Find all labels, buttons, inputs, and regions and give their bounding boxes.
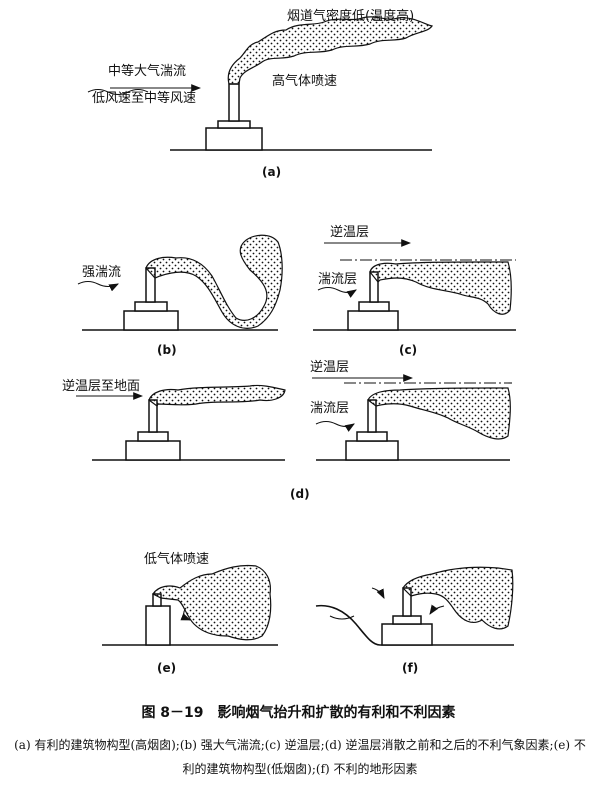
stack-step	[217, 120, 251, 129]
turbulent-layer-label: 湍流层	[310, 401, 349, 416]
stack-base	[347, 310, 399, 331]
turbulence-arrow	[315, 420, 355, 432]
downwash-arrow	[180, 607, 192, 621]
panel-b: 强湍流 (b)	[77, 234, 283, 357]
smoke-plume	[148, 384, 286, 407]
turbulence-label: 中等大气湍流	[108, 63, 186, 79]
stack-step	[392, 615, 422, 625]
panel-a: 烟道气密度低(温度高) 中等大气湍流 低风速至中等风速 高气体喷速 (a)	[87, 8, 433, 179]
figure-caption-title: 图 8－19 影响烟气抬升和扩散的有利和不利因素	[141, 705, 456, 721]
panel-label: (e)	[157, 661, 176, 675]
stack-step	[137, 431, 169, 442]
low-building	[145, 605, 171, 646]
inversion-to-ground-label: 逆温层至地面	[62, 378, 140, 394]
stack-base	[125, 440, 181, 461]
smoke-plume	[369, 261, 512, 315]
panel-e: 低气体喷速 (e)	[102, 551, 278, 675]
figure-caption-body: (a) 有利的建筑物构型(高烟囱);(b) 强大气湍流;(c) 逆温层;(d) …	[14, 738, 586, 776]
wind-speed-label: 低风速至中等风速	[92, 90, 196, 106]
panel-d-right: 逆温层 湍流层	[310, 359, 512, 461]
panel-d-left: 逆温层至地面	[62, 378, 286, 461]
strong-turbulence-label: 强湍流	[82, 265, 121, 280]
stack-base	[205, 127, 263, 151]
stack-step	[134, 301, 168, 312]
panel-label: (b)	[157, 343, 177, 357]
panel-label: (a)	[262, 165, 281, 179]
inversion-label: 逆温层	[310, 359, 349, 375]
smoke-plume	[145, 234, 283, 329]
stack-step	[358, 301, 390, 312]
stack-base	[123, 310, 179, 331]
panel-label: (f)	[402, 661, 418, 675]
turbulence-wave	[87, 88, 149, 96]
chimney	[228, 83, 240, 122]
turbulence-arrow	[317, 286, 357, 298]
downdraft-arrow-right	[429, 604, 445, 615]
valley-terrain	[315, 604, 514, 646]
panel-f: (f)	[315, 566, 514, 675]
inversion-label: 逆温层	[330, 224, 369, 240]
stack-base	[345, 440, 399, 461]
panel-c: 逆温层 湍流层 (c)	[313, 224, 516, 357]
terrain-wave	[329, 615, 355, 620]
stack-base	[381, 623, 433, 646]
downdraft-arrow-left	[371, 587, 385, 599]
panel-label: (c)	[399, 343, 417, 357]
panel-label-d: (d)	[290, 487, 310, 501]
smoke-plume	[227, 16, 433, 85]
exit-velocity-label: 高气体喷速	[272, 73, 337, 89]
turbulence-arrow	[77, 280, 119, 292]
smoke-plume	[402, 566, 514, 630]
low-exit-velocity-label: 低气体喷速	[144, 551, 209, 567]
stack-step	[356, 431, 388, 442]
turbulent-layer-label: 湍流层	[318, 272, 357, 287]
smoke-plume	[367, 387, 511, 440]
flue-gas-label: 烟道气密度低(温度高)	[287, 8, 414, 24]
smoke-plume	[152, 564, 272, 641]
